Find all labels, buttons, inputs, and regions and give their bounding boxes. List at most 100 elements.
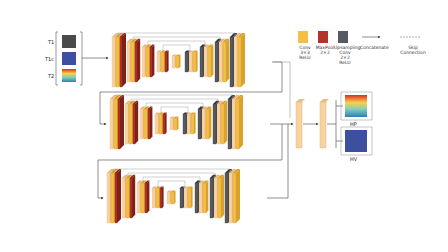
layer-block <box>210 178 213 218</box>
layer-block <box>165 52 167 72</box>
layer-block <box>117 169 121 223</box>
skip-connection <box>113 169 230 172</box>
layer-block <box>156 188 159 208</box>
layer-block <box>231 95 235 149</box>
layer-block <box>221 104 224 144</box>
legend-text: MaxPool 2×2 <box>314 45 336 55</box>
skip-connection <box>146 103 203 108</box>
layer-block <box>126 178 129 218</box>
layer-block <box>141 183 144 213</box>
layer-block <box>224 101 227 144</box>
layer-block <box>213 104 216 144</box>
image-label: HV <box>350 156 357 162</box>
layer-block <box>180 188 183 208</box>
layer-block <box>132 101 135 144</box>
layer-block <box>147 181 149 213</box>
layer-block <box>189 52 192 72</box>
layer-block <box>112 37 115 87</box>
layer-block <box>107 173 110 223</box>
layer-block <box>161 52 164 72</box>
layer-block <box>163 114 165 134</box>
layer-block <box>211 45 213 77</box>
layer-block <box>130 178 132 218</box>
layer-block <box>235 95 239 149</box>
image-label: T2 <box>48 73 54 79</box>
legend-text: Concatenate <box>360 45 386 50</box>
layer-block <box>196 50 198 72</box>
layer-block <box>146 47 149 77</box>
layer-block <box>195 183 198 213</box>
layer-block <box>208 47 211 77</box>
layer-block <box>187 114 190 134</box>
layer-block <box>155 114 158 134</box>
layer-block <box>236 169 240 223</box>
skip-connection <box>131 99 218 103</box>
layer-block <box>125 175 128 218</box>
skip-connection <box>116 95 233 98</box>
layer-block <box>228 169 232 223</box>
legend-swatch <box>298 31 308 43</box>
legend-swatch <box>338 31 348 43</box>
skip-connection <box>161 107 188 113</box>
layer-block <box>120 95 124 149</box>
skip-connection <box>143 177 200 182</box>
layer-block <box>188 188 191 208</box>
layer-block <box>217 104 220 144</box>
layer-block <box>220 101 223 144</box>
layer-block <box>135 101 138 144</box>
layer-block <box>225 173 228 223</box>
layer-block <box>145 183 147 213</box>
layer-block <box>150 47 152 77</box>
legend-text: Conv 3×3 ReLU <box>294 45 316 60</box>
layer-block <box>237 33 241 87</box>
layer-block <box>167 192 170 204</box>
layer-block <box>128 101 131 144</box>
layer-block <box>218 178 221 218</box>
layer-block <box>223 42 226 82</box>
layer-block <box>170 118 173 130</box>
layer-block <box>135 42 137 82</box>
layer-block <box>216 101 219 144</box>
layer-block <box>206 109 209 139</box>
layer-block <box>232 169 236 223</box>
layer-block <box>157 52 160 72</box>
layer-block <box>110 99 113 149</box>
layer-block <box>133 104 135 144</box>
layer-block <box>215 42 218 82</box>
layer-block <box>177 117 179 131</box>
layer-block <box>174 191 176 205</box>
layer-block <box>140 109 143 139</box>
layer-block <box>122 178 125 218</box>
layer-block <box>171 192 174 204</box>
layer-block <box>232 99 235 149</box>
legend-swatch <box>318 31 328 43</box>
layer-block <box>191 114 194 134</box>
layer-block <box>213 175 216 218</box>
layer-block <box>222 39 225 82</box>
layer-block <box>127 42 130 82</box>
legend-text: Upsampling Conv 2×2 ReLU <box>334 45 356 65</box>
layer-block <box>228 99 231 149</box>
skip-connection <box>158 181 185 187</box>
layer-block <box>229 173 232 223</box>
layer-block <box>142 47 145 77</box>
skip-connection <box>148 41 205 46</box>
layer-block <box>185 52 188 72</box>
layer-block <box>191 186 193 208</box>
layer-block <box>129 104 132 144</box>
skip-connection <box>163 45 190 51</box>
layer-block <box>149 45 151 77</box>
layer-block <box>137 39 140 82</box>
layer-block <box>116 37 119 87</box>
layer-block <box>226 39 229 82</box>
layer-block <box>129 175 132 218</box>
layer-block <box>194 112 196 134</box>
layer-block <box>172 56 175 68</box>
layer-block <box>160 188 162 208</box>
layer-block <box>162 186 164 208</box>
layer-block <box>148 109 150 139</box>
image-label: T1 <box>48 39 54 45</box>
layer-block <box>159 114 162 134</box>
layer-block <box>203 183 206 213</box>
layer-block <box>218 39 221 82</box>
